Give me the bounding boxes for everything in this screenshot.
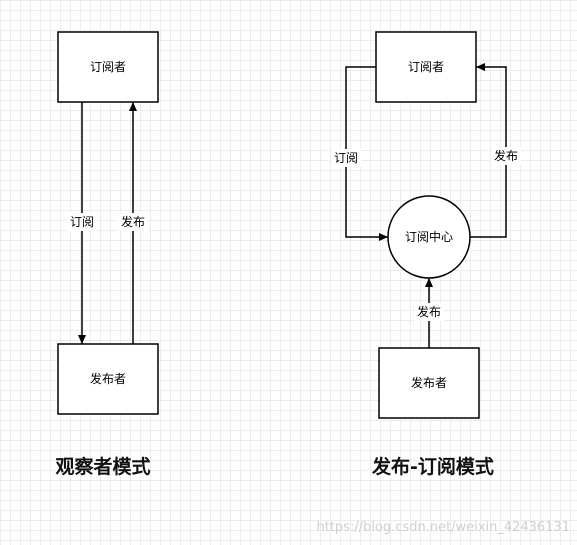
pubsub-edge-publish-to-subscriber-label: 发布 bbox=[491, 147, 521, 165]
pubsub-diagram-title: 发布-订阅模式 bbox=[371, 455, 494, 478]
pubsub-publisher-label: 发布者 bbox=[411, 375, 447, 390]
observer-diagram-title: 观察者模式 bbox=[55, 455, 150, 478]
pubsub-publisher-node: 发布者 bbox=[378, 347, 480, 419]
pubsub-edge-subscribe-label: 订阅 bbox=[331, 149, 361, 167]
observer-publisher-node: 发布者 bbox=[57, 343, 159, 415]
observer-edge-publish-text: 发布 bbox=[121, 214, 145, 229]
observer-edge-publish-label: 发布 bbox=[118, 213, 148, 231]
pubsub-subscriber-label: 订阅者 bbox=[408, 60, 444, 74]
observer-publisher-label: 发布者 bbox=[90, 371, 126, 386]
pubsub-center-label: 订阅中心 bbox=[405, 229, 453, 244]
observer-edge-subscribe-text: 订阅 bbox=[70, 215, 94, 229]
pubsub-edge-publish-to-center-label: 发布 bbox=[414, 303, 444, 321]
pubsub-edge-publish-to-subscriber-text: 发布 bbox=[494, 148, 518, 163]
pubsub-subscriber-node: 订阅者 bbox=[375, 31, 477, 103]
watermark: https://blog.csdn.net/weixin_42436131 bbox=[316, 520, 570, 535]
observer-subscriber-node: 订阅者 bbox=[57, 31, 159, 103]
observer-edge-subscribe-label: 订阅 bbox=[67, 213, 97, 231]
observer-pattern-diagram: 订阅 发布 订阅者 发布者 观察者模式 bbox=[55, 31, 159, 478]
pubsub-center-node: 订阅中心 bbox=[387, 195, 471, 279]
pubsub-pattern-diagram: 订阅 发布 发布 订阅者 订阅中心 发布者 发布-订阅模式 bbox=[331, 31, 521, 478]
observer-subscriber-label: 订阅者 bbox=[90, 60, 126, 74]
pubsub-edge-publish-to-center-text: 发布 bbox=[417, 304, 441, 319]
pubsub-edge-subscribe-text: 订阅 bbox=[334, 151, 358, 165]
